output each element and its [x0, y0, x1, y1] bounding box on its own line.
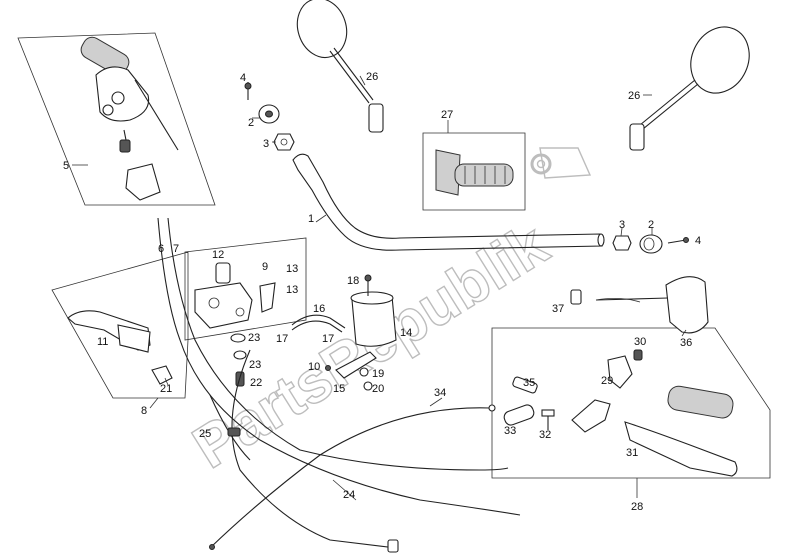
label-23-a: 23 [248, 332, 260, 344]
end-cap-2-right [639, 234, 663, 254]
end-cap-2-top [258, 104, 280, 124]
handlebar [292, 153, 605, 251]
label-26-left: 26 [366, 71, 378, 83]
label-32: 32 [539, 429, 551, 441]
brake-pump [194, 262, 276, 329]
label-23-b: 23 [249, 359, 261, 371]
left-lever [67, 310, 151, 353]
label-17-b: 17 [322, 333, 334, 345]
part-labels: 1 2 2 3 3 4 4 5 6 7 8 9 10 11 12 13 13 1… [63, 71, 701, 513]
label-10: 10 [308, 361, 320, 373]
label-13-b: 13 [286, 284, 298, 296]
nut-20 [363, 381, 373, 391]
label-8: 8 [141, 405, 147, 417]
label-3-right: 3 [619, 219, 625, 231]
cable-34 [209, 407, 491, 549]
label-33: 33 [504, 425, 516, 437]
left-switch-assembly [80, 36, 179, 201]
grip-27 [435, 149, 514, 196]
label-29: 29 [601, 375, 613, 387]
label-31: 31 [626, 447, 638, 459]
clamp-21 [151, 365, 173, 385]
label-16: 16 [313, 303, 325, 315]
watermark-gear-icon [530, 147, 592, 179]
group-box-8 [51, 251, 189, 399]
cable-7 [167, 217, 509, 471]
label-18: 18 [347, 275, 359, 287]
label-37: 37 [552, 303, 564, 315]
cable-24 [231, 349, 397, 549]
label-4-right: 4 [695, 235, 701, 247]
label-21: 21 [160, 383, 172, 395]
label-13-a: 13 [286, 263, 298, 275]
bolt-4-top [244, 82, 252, 100]
label-30: 30 [634, 336, 646, 348]
label-6: 6 [158, 243, 164, 255]
right-switch [570, 276, 709, 334]
leader-lines [72, 75, 687, 501]
label-11: 11 [97, 336, 108, 348]
label-22: 22 [250, 377, 262, 389]
bolt-4-right [667, 237, 689, 244]
washer-19 [359, 367, 369, 377]
fittings-22-23 [230, 333, 247, 387]
label-14: 14 [400, 327, 412, 339]
label-1: 1 [308, 213, 314, 225]
label-12: 12 [212, 249, 224, 261]
fluid-reservoir [350, 274, 397, 347]
group-box-5 [17, 32, 216, 206]
label-28: 28 [631, 501, 643, 513]
bracket-15 [325, 351, 377, 379]
nut-3-right [612, 235, 632, 251]
mirror-left [296, 0, 384, 133]
label-3-top: 3 [263, 138, 269, 150]
label-9: 9 [262, 261, 268, 273]
label-24: 24 [343, 489, 355, 501]
label-20: 20 [372, 383, 384, 395]
label-19: 19 [372, 368, 384, 380]
label-2-right: 2 [648, 219, 654, 231]
label-17-a: 17 [276, 333, 288, 345]
fitting-25 [227, 427, 241, 437]
label-5: 5 [63, 160, 69, 172]
label-26-right: 26 [628, 90, 640, 102]
group-box-27 [422, 132, 526, 211]
mirror-right [629, 26, 750, 151]
label-15: 15 [333, 383, 345, 395]
label-7: 7 [173, 243, 179, 255]
label-36: 36 [680, 337, 692, 349]
hose-16 [291, 314, 346, 329]
nut-3-top [273, 133, 295, 151]
label-34: 34 [434, 387, 446, 399]
label-4-top: 4 [240, 72, 246, 84]
label-27: 27 [441, 109, 453, 121]
right-lever-assembly [503, 349, 738, 477]
cable-6 [157, 217, 521, 516]
label-25: 25 [199, 428, 211, 440]
label-35: 35 [523, 377, 535, 389]
label-2-top: 2 [248, 117, 254, 129]
